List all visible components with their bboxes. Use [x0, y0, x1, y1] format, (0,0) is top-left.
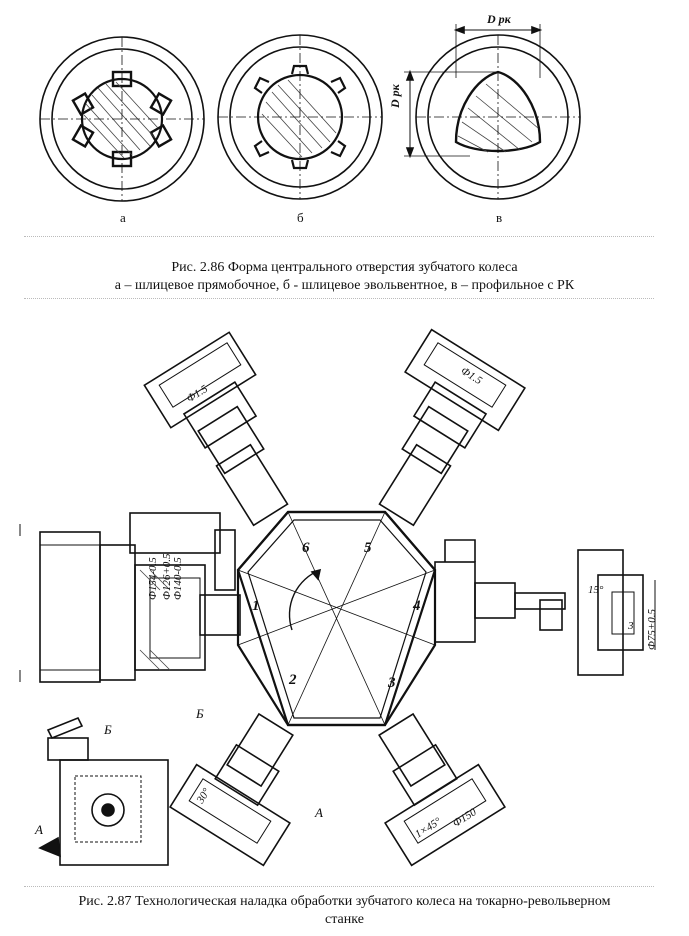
dim-side-label: D рк — [388, 84, 402, 108]
dim-d140: Ф140-0.5 — [172, 557, 184, 600]
profile-pk-view — [404, 24, 581, 200]
divider — [24, 236, 654, 237]
turret-position-4: 4 — [413, 598, 421, 614]
dim-3: 3 — [628, 620, 634, 632]
caption-2-87-line2: станке — [325, 912, 364, 927]
view-label-a-right: А — [315, 805, 323, 820]
label-c: в — [496, 210, 503, 225]
view-label-b-top: Б — [196, 706, 204, 721]
dim-15deg: 15° — [588, 584, 604, 596]
dim-d75: Ф75+0.5 — [646, 608, 658, 650]
view-label-b-left: Б — [104, 722, 112, 737]
dim-d154: Ф154-0.5 — [147, 557, 159, 600]
turret-position-6: 6 — [302, 540, 310, 556]
lower-left-block — [38, 716, 169, 866]
caption-2-86-line2: а – шлицевое прямобочное, б - шлицевое э… — [114, 278, 575, 293]
right-tool-holder — [434, 539, 566, 643]
dim-top-label: D рк — [487, 12, 511, 26]
spline-straight-sided-view — [39, 36, 205, 202]
view-label-a-left: А — [35, 822, 43, 837]
caption-2-87-line1: Рис. 2.87 Технологическая наладка обрабо… — [78, 894, 611, 909]
figure-2-86-drawing — [39, 24, 581, 202]
tool-arm-6 — [143, 331, 289, 527]
divider — [24, 298, 654, 299]
chuck-and-workpiece — [19, 512, 241, 683]
turret-position-5: 5 — [364, 540, 372, 556]
turret-position-1: 1 — [252, 598, 260, 614]
tool-arm-5 — [378, 328, 526, 527]
turret-hexagon — [236, 510, 437, 727]
caption-2-86-line1: Рис. 2.86 Форма центрального отверстия з… — [171, 260, 518, 275]
turret-position-3: 3 — [388, 675, 396, 691]
tool-arm-3 — [378, 712, 506, 867]
label-a: а — [120, 210, 126, 225]
label-b: б — [297, 210, 304, 225]
spline-involute-view — [217, 34, 383, 200]
detail-right — [577, 549, 656, 676]
figure-2-87-drawing — [19, 328, 656, 867]
tool-arm-2 — [169, 712, 294, 867]
divider — [24, 886, 654, 887]
turret-position-2: 2 — [289, 672, 297, 688]
